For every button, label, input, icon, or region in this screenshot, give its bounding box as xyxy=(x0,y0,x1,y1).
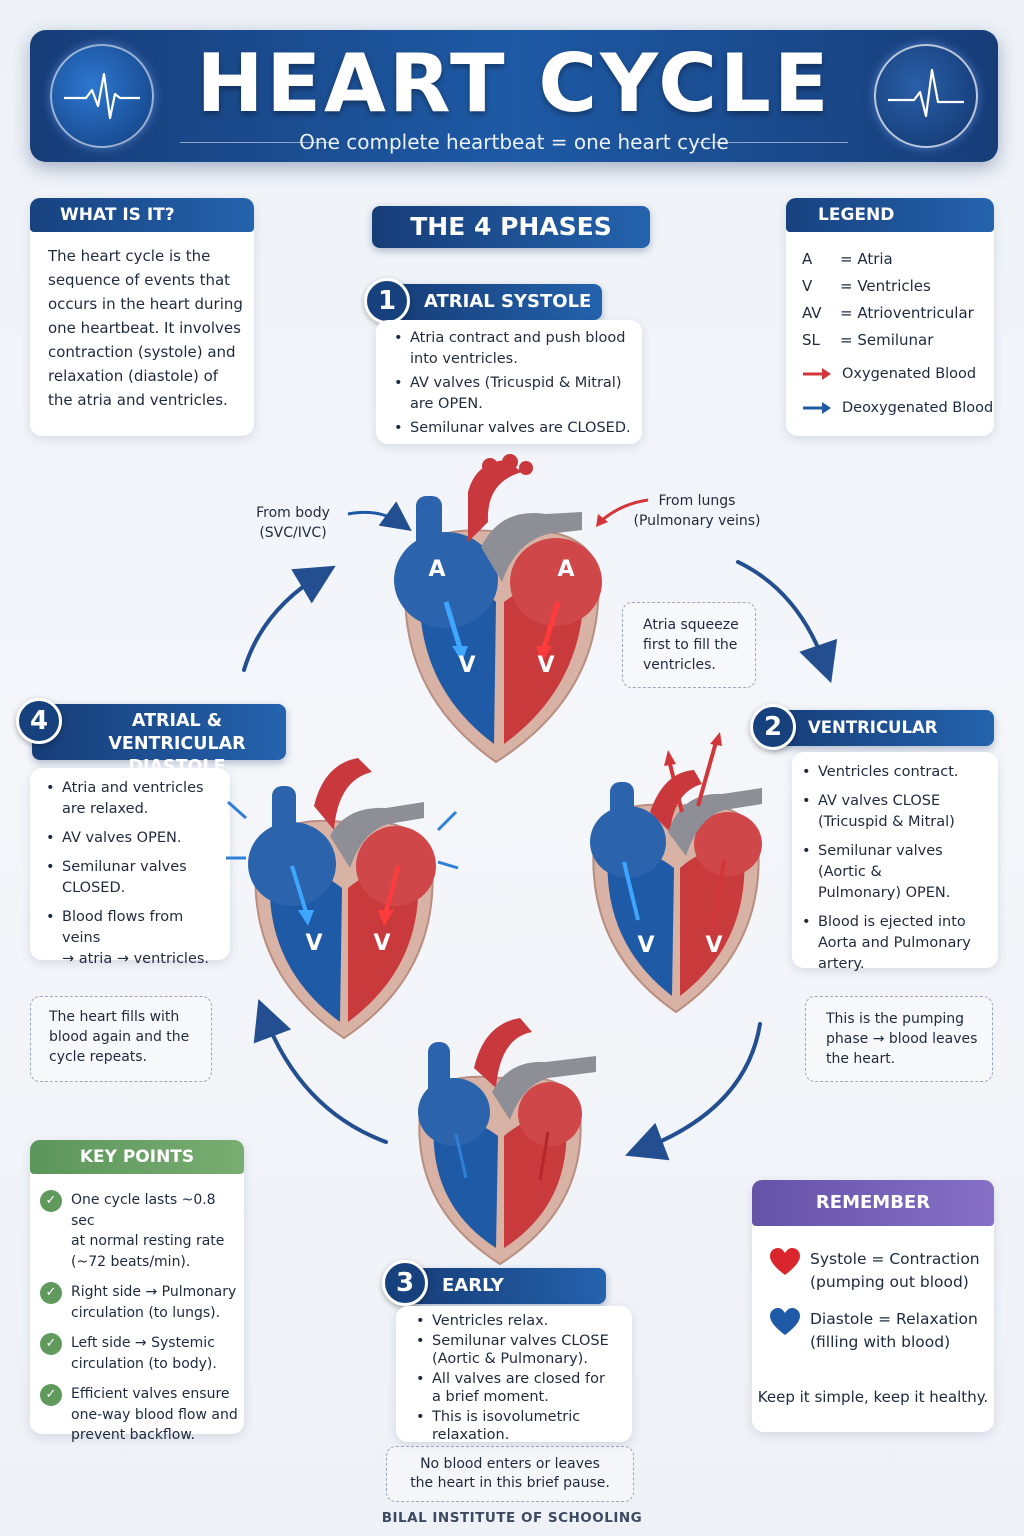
remember-title: REMEMBER xyxy=(752,1180,994,1226)
divider xyxy=(698,142,848,143)
list-item: Blood flows from veins→ atria → ventricl… xyxy=(40,907,226,970)
remember-footer: Keep it simple, keep it healthy. xyxy=(757,1388,989,1406)
list-item: Ventricles contract. xyxy=(796,762,992,783)
legend-list: A= Atria V= Ventricles AV= Atrioventricu… xyxy=(802,246,974,354)
from-body-label: From body(SVC/IVC) xyxy=(256,505,330,541)
legend-oxygenated: Oxygenated Blood xyxy=(802,364,976,384)
cycle-arrow xyxy=(242,565,336,672)
legend-item: V= Ventricles xyxy=(802,277,931,295)
from-lungs-label: From lungs(Pulmonary veins) xyxy=(633,493,761,529)
phase3-number: 3 xyxy=(382,1260,428,1306)
header-banner: HEART CYCLE One complete heartbeat = one… xyxy=(30,30,998,162)
phase1-number: 1 xyxy=(364,278,410,324)
blue-heart-icon xyxy=(770,1308,800,1335)
what-is-it-title: WHAT IS IT? xyxy=(30,198,254,232)
heart-phase1-illustration xyxy=(394,454,602,764)
phase2-bullets: Ventricles contract. AV valves CLOSE(Tri… xyxy=(792,752,998,972)
legend-card: LEGEND A= Atria V= Ventricles AV= Atriov… xyxy=(786,198,994,436)
legend-deoxygenated: Deoxygenated Blood xyxy=(802,398,993,418)
cycle-arrow xyxy=(625,1022,762,1161)
phase2-number: 2 xyxy=(750,704,796,750)
checkmark-icon: ✓ xyxy=(40,1190,62,1212)
heart-phase4-illustration xyxy=(226,758,459,1040)
atria-label: A xyxy=(557,557,575,582)
list-item: Semilunar valves (Aortic &Pulmonary) OPE… xyxy=(796,841,992,904)
ventricle-label: V xyxy=(373,931,391,956)
ventricle-label: V xyxy=(305,931,323,956)
divider xyxy=(180,142,330,143)
list-item: Ventricles relax. xyxy=(410,1312,626,1330)
red-heart-icon xyxy=(770,1248,800,1275)
remember-card: REMEMBER Systole = Contraction(pumping o… xyxy=(752,1180,994,1432)
what-is-it-card: WHAT IS IT? The heart cycle is the seque… xyxy=(30,198,254,436)
list-item: Semilunar valves are CLOSED. xyxy=(388,418,632,439)
cycle-arrow xyxy=(253,999,388,1144)
list-item: AV valves OPEN. xyxy=(40,828,226,849)
checkmark-icon: ✓ xyxy=(40,1333,62,1355)
credit-text: BILAL INSTITUTE OF SCHOOLING xyxy=(381,1510,643,1526)
diastole-item: Diastole = Relaxation(filling with blood… xyxy=(770,1308,978,1354)
blue-arrow-icon xyxy=(803,402,831,414)
ventricle-label: V xyxy=(537,653,555,678)
key-points-title: KEY POINTS xyxy=(30,1140,244,1174)
heartbeat-pulse-icon xyxy=(50,44,154,148)
heart-phase3-illustration xyxy=(418,1018,596,1266)
page-subtitle: One complete heartbeat = one heart cycle xyxy=(299,130,729,154)
red-arrow-icon xyxy=(803,368,831,380)
list-item: AV valves (Tricuspid & Mitral)are OPEN. xyxy=(388,373,632,415)
systole-item: Systole = Contraction(pumping out blood) xyxy=(770,1248,980,1294)
phase4-number: 4 xyxy=(16,698,62,744)
what-is-it-text: The heart cycle is the sequence of event… xyxy=(48,247,243,409)
checkmark-icon: ✓ xyxy=(40,1384,62,1406)
legend-title: LEGEND xyxy=(786,198,994,232)
checkmark-icon: ✓ xyxy=(40,1282,62,1304)
page-title: HEART CYCLE xyxy=(196,37,832,130)
phases-title: THE 4 PHASES xyxy=(372,206,650,248)
atria-label: A xyxy=(428,557,446,582)
legend-item: AV= Atrioventricular xyxy=(802,304,974,322)
blue-arrow-icon xyxy=(347,501,412,532)
cycle-arrow xyxy=(736,560,838,684)
heartbeat-pulse-icon xyxy=(874,44,978,148)
heart-phase2-illustration xyxy=(590,732,762,1014)
ventricle-label: V xyxy=(637,933,655,958)
list-item: AV valves CLOSE(Tricuspid & Mitral) xyxy=(796,791,992,833)
phase3-bullets: Ventricles relax. Semilunar valves CLOSE… xyxy=(396,1306,632,1444)
ventricle-label: V xyxy=(705,933,723,958)
list-item: Semilunar valves CLOSE(Aortic & Pulmonar… xyxy=(410,1332,626,1368)
legend-item: SL= Semilunar xyxy=(802,331,934,349)
red-arrow-icon xyxy=(596,514,608,527)
ventricle-label: V xyxy=(458,653,476,678)
legend-item: A= Atria xyxy=(802,250,893,268)
phase1-title: ATRIAL SYSTOLE xyxy=(392,284,602,320)
